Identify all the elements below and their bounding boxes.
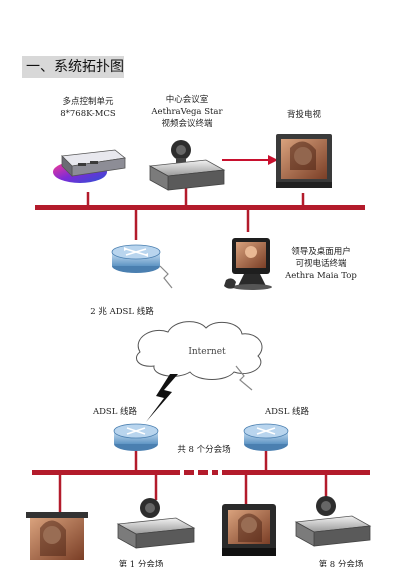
branch-8-label: 第 8 分会场 bbox=[318, 560, 364, 567]
branches-label: 共 8 个分会场 bbox=[177, 445, 231, 455]
desktop-label-line1: 领导及桌面用户 bbox=[291, 247, 351, 257]
central-label-line3: 视频会议终端 bbox=[161, 119, 213, 129]
desktop-label-line3: Aethra Maia Top bbox=[285, 271, 357, 281]
mcu-device-icon bbox=[53, 149, 126, 183]
lower-left-bus bbox=[32, 470, 180, 475]
top-network-bus bbox=[35, 205, 365, 210]
desktop-label-line2: 可视电话终端 bbox=[295, 259, 347, 269]
branch-8-tv-icon bbox=[222, 504, 276, 556]
video-link-arrow bbox=[222, 155, 278, 165]
adsl-left-label: ADSL 线路 bbox=[92, 407, 138, 417]
adsl-right-label: ADSL 线路 bbox=[264, 407, 310, 417]
central-label: 中心会议室 AethraVega Star 视频会议终端 bbox=[142, 94, 232, 130]
branch-1-terminal-icon bbox=[116, 498, 196, 549]
branch-1-screen-icon bbox=[26, 512, 88, 560]
internet-cloud-icon bbox=[136, 321, 263, 380]
lower-right-router-icon bbox=[243, 423, 289, 451]
central-terminal-icon bbox=[148, 140, 226, 191]
branch-1-label: 第 1 分会场 bbox=[118, 560, 164, 567]
internet-label: Internet bbox=[188, 347, 226, 357]
upper-adsl-link bbox=[159, 265, 173, 289]
mcu-label-line1: 多点控制单元 bbox=[62, 97, 114, 107]
projector-label: 背投电视 bbox=[274, 109, 334, 121]
adsl-2m-label: 2 兆 ADSL 线路 bbox=[90, 307, 154, 317]
central-label-line2: AethraVega Star bbox=[151, 107, 223, 117]
lower-right-bus bbox=[222, 470, 370, 475]
lower-left-router-icon bbox=[113, 423, 159, 451]
desktop-videophone-icon bbox=[224, 238, 272, 290]
desktop-label: 领导及桌面用户 可视电话终端 Aethra Maia Top bbox=[276, 246, 366, 282]
lightning-left-icon bbox=[146, 374, 178, 422]
upper-router-icon bbox=[111, 244, 161, 273]
lightning-right bbox=[235, 365, 253, 391]
branch-8-terminal-icon bbox=[294, 496, 372, 547]
mcu-label: 多点控制单元 8*768K-MCS bbox=[48, 96, 128, 120]
projector-label-line1: 背投电视 bbox=[286, 110, 321, 120]
central-label-line1: 中心会议室 bbox=[165, 95, 209, 105]
mcu-label-line2: 8*768K-MCS bbox=[60, 109, 116, 119]
rear-projection-tv-icon bbox=[276, 134, 332, 188]
section-title: 一、系统拓扑图 bbox=[22, 56, 124, 78]
bus-gap-dashes bbox=[184, 470, 218, 475]
